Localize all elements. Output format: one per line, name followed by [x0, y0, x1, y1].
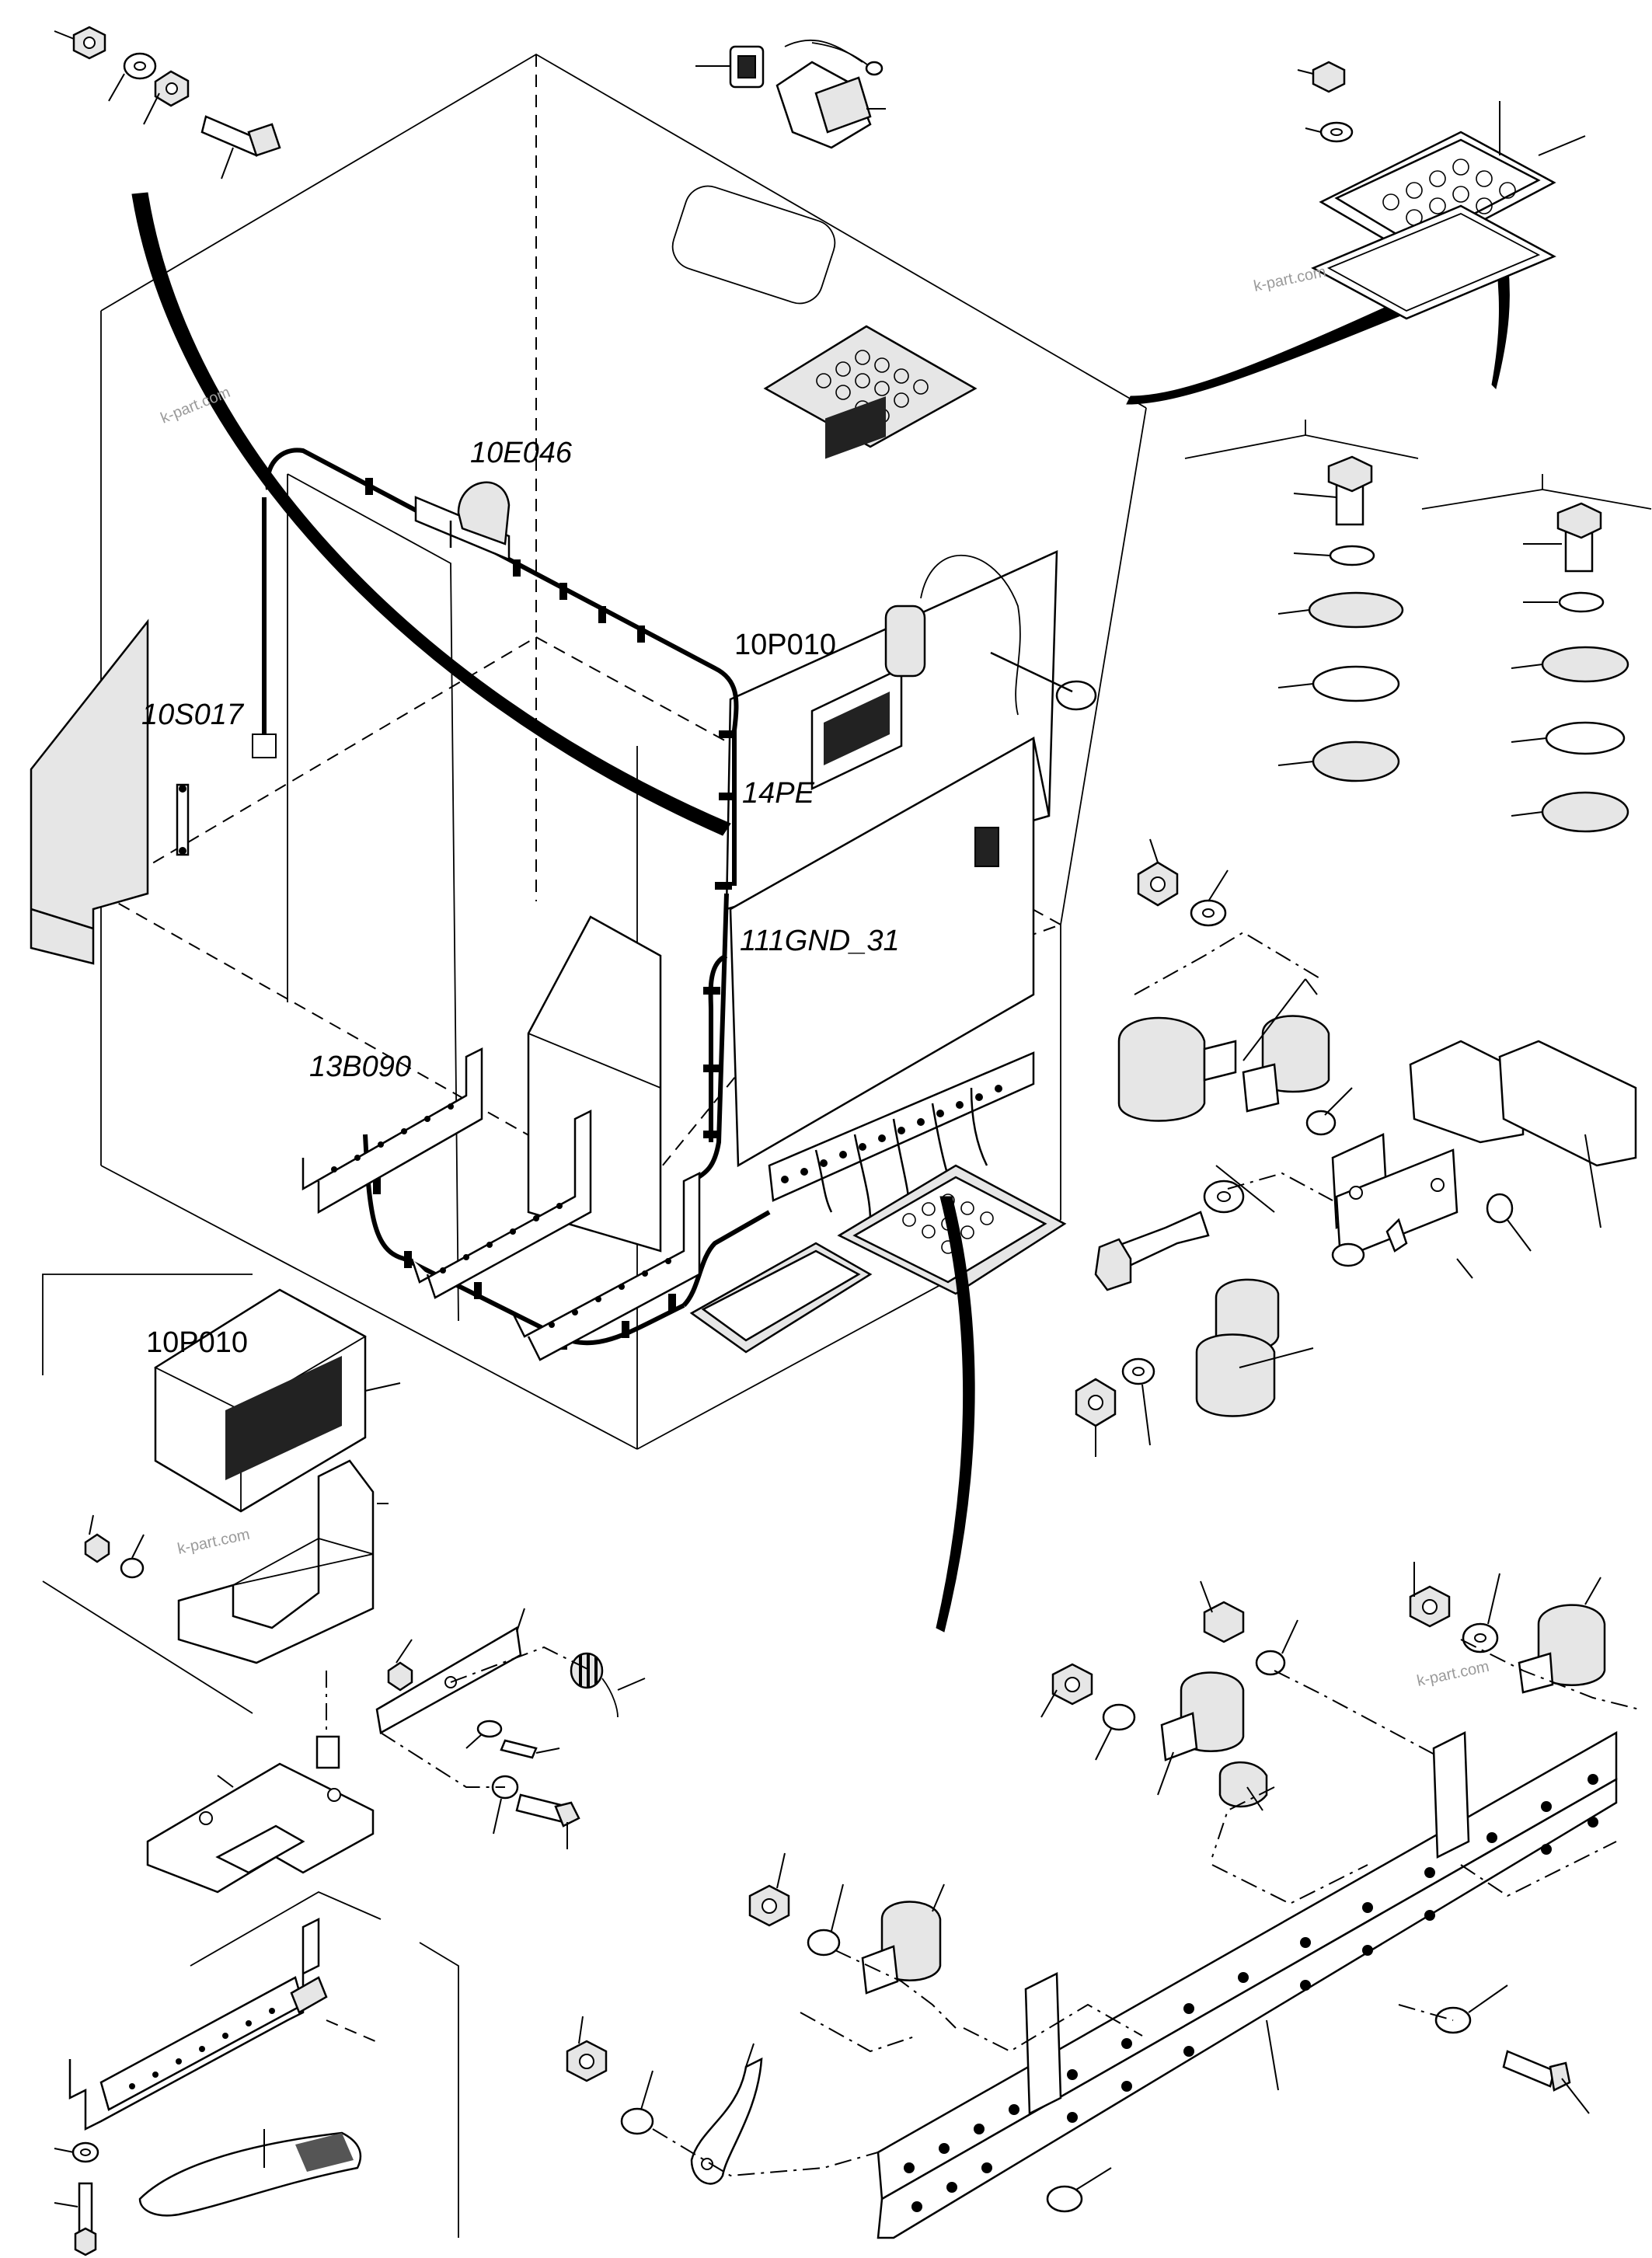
floor-grommet-plate: [689, 1164, 1067, 1354]
watermark-mid-left: k-part.com: [176, 1526, 251, 1558]
left-side-panel: [30, 619, 149, 965]
top-right-grommet-plates: [1297, 61, 1586, 320]
label-controller-detail-10p010: 10P010: [146, 1326, 248, 1359]
label-sensor-13b090: 13B090: [309, 1051, 411, 1083]
label-lamp-10e046: 10E046: [470, 437, 573, 469]
label-switch-10s017: 10S017: [141, 699, 245, 731]
clamp-assembly: [1075, 838, 1637, 1457]
bottom-left-bracket-group: [54, 1890, 459, 2256]
watermark-top-right: k-part.com: [1252, 263, 1327, 295]
label-ground-14pe: 14PE: [742, 777, 815, 810]
control-box: [725, 396, 1097, 1221]
sensor-13b090-brackets: [301, 1047, 701, 1361]
wiring-harness: [252, 448, 771, 1350]
mount-stack-right: [1421, 474, 1652, 833]
long-mounting-rail: [877, 1730, 1618, 2239]
display-detail-group: [42, 1274, 646, 1894]
top-centre-alarm: [695, 39, 886, 149]
mount-stack-left: [1184, 420, 1419, 782]
switch-10s017: [176, 783, 190, 856]
lamp-10e046: [414, 481, 511, 561]
top-left-hardware: [54, 26, 281, 179]
cabin-frame: [100, 53, 1147, 1450]
rail-hardware: [566, 1562, 1640, 2213]
watermark-bottom-right: k-part.com: [1415, 1658, 1490, 1690]
label-ground-111gnd-31: 111GND_31: [740, 925, 900, 957]
label-controller-10p010: 10P010: [734, 629, 836, 661]
